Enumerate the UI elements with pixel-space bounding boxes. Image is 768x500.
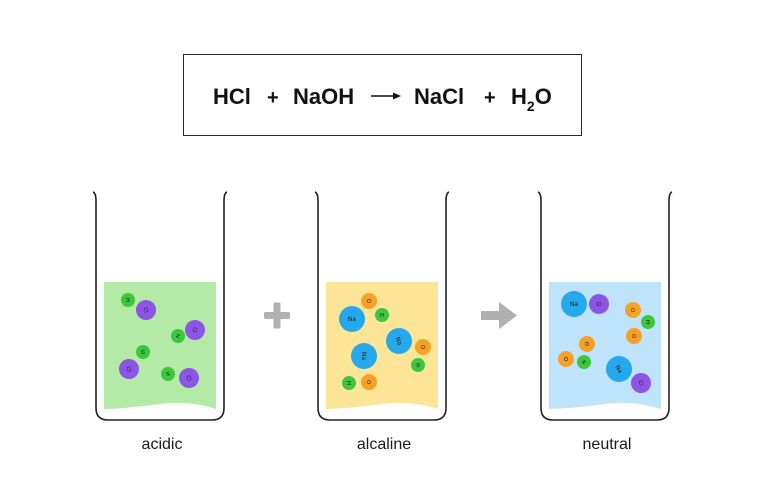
- sodium-atom: Na: [561, 291, 587, 317]
- svg-text:Na: Na: [348, 316, 356, 323]
- hydrogen-atom: H: [411, 358, 425, 372]
- svg-text:O: O: [365, 380, 371, 385]
- svg-text:H: H: [581, 359, 588, 366]
- svg-text:Na: Na: [613, 364, 623, 375]
- svg-text:H: H: [380, 313, 384, 319]
- svg-text:O: O: [419, 344, 426, 351]
- sodium-atom: Na: [606, 356, 632, 382]
- plus-sign-2: +: [484, 87, 496, 109]
- sodium-atom: Na: [386, 328, 412, 354]
- chlorine-atom: Cl: [589, 294, 609, 314]
- svg-text:Cl: Cl: [142, 307, 149, 314]
- oxygen-atom: O: [626, 328, 642, 344]
- svg-text:Cl: Cl: [636, 380, 644, 388]
- hydrogen-atom: H: [342, 376, 356, 390]
- svg-text:O: O: [563, 355, 571, 363]
- chlorine-atom: Cl: [119, 359, 139, 379]
- beaker-glass: [314, 191, 450, 421]
- svg-text:O: O: [629, 308, 635, 313]
- hydrogen-atom: H: [375, 308, 389, 322]
- reactant-hcl: HCl: [213, 84, 251, 109]
- reaction-arrow-icon: [371, 92, 401, 100]
- hydrogen-atom: H: [641, 315, 655, 329]
- sodium-atom: Na: [339, 306, 365, 332]
- svg-text:Cl: Cl: [596, 302, 602, 308]
- svg-text:O: O: [584, 340, 592, 348]
- svg-text:Na: Na: [360, 352, 367, 360]
- oxygen-atom: O: [558, 351, 574, 367]
- naoh-molecule: Na O H: [339, 293, 389, 332]
- hydrogen-atom: H: [136, 345, 150, 359]
- plus-sign-1: +: [267, 87, 279, 109]
- oxygen-atom: O: [361, 293, 377, 309]
- svg-text:H: H: [175, 333, 182, 340]
- liquid: [104, 282, 216, 409]
- naoh-molecule: NaO H: [342, 343, 377, 390]
- svg-text:H: H: [124, 298, 131, 303]
- beaker-label-acidic: acidic: [141, 436, 183, 453]
- svg-text:Cl: Cl: [184, 375, 192, 383]
- chemical-equation: HCl + NaOH NaCl + H2O: [213, 84, 552, 114]
- hcl-molecule: H Cl: [161, 367, 199, 388]
- equation-box: HCl + NaOH NaCl + H2O: [183, 54, 582, 136]
- svg-text:H: H: [164, 371, 171, 378]
- svg-text:H: H: [141, 349, 148, 354]
- svg-text:H: H: [644, 320, 650, 324]
- svg-text:Na: Na: [570, 301, 578, 308]
- oxygen-atom: O: [579, 336, 595, 352]
- oxygen-atom: O: [625, 302, 641, 318]
- svg-text:O: O: [630, 334, 636, 339]
- water-molecule: O H O: [558, 336, 595, 369]
- chlorine-atom: Cl: [631, 373, 651, 393]
- nacl-molecule: NaCl: [606, 356, 651, 393]
- svg-text:Cl: Cl: [126, 365, 133, 372]
- svg-text:Na: Na: [394, 336, 403, 346]
- beaker-glass: [92, 191, 228, 421]
- plus-icon: [264, 302, 290, 329]
- sodium-atom: Na: [351, 343, 377, 369]
- svg-text:H: H: [345, 381, 351, 385]
- oxygen-atom: O: [361, 374, 377, 390]
- product-nacl: NaCl: [414, 84, 464, 109]
- product-water: H2O: [511, 84, 552, 114]
- hydrogen-atom: H: [121, 293, 135, 307]
- nacl-molecule: Na Cl: [561, 291, 609, 317]
- reactant-naoh: NaOH: [293, 84, 354, 109]
- hcl-molecule: H Cl: [119, 345, 150, 379]
- hydrogen-atom: H: [161, 367, 175, 381]
- hcl-molecule: H Cl: [171, 320, 205, 343]
- hydrogen-atom: H: [171, 329, 185, 343]
- hydrogen-atom: H: [577, 355, 591, 369]
- oxygen-atom: O: [415, 339, 431, 355]
- beaker-label-alcaline: alcaline: [356, 436, 412, 453]
- chlorine-atom: Cl: [136, 300, 156, 320]
- chlorine-atom: Cl: [179, 368, 199, 388]
- chlorine-atom: Cl: [185, 320, 205, 340]
- arrow-right-icon: [481, 302, 517, 329]
- svg-text:Cl: Cl: [192, 326, 200, 334]
- water-molecule: O H O: [625, 302, 655, 344]
- beaker-label-neutral: neutral: [582, 436, 632, 453]
- beaker-glass: [537, 191, 673, 421]
- svg-text:H: H: [414, 362, 421, 368]
- naoh-molecule: NaO H: [386, 328, 431, 372]
- hcl-molecule: H Cl: [121, 293, 156, 320]
- svg-text:O: O: [367, 299, 372, 305]
